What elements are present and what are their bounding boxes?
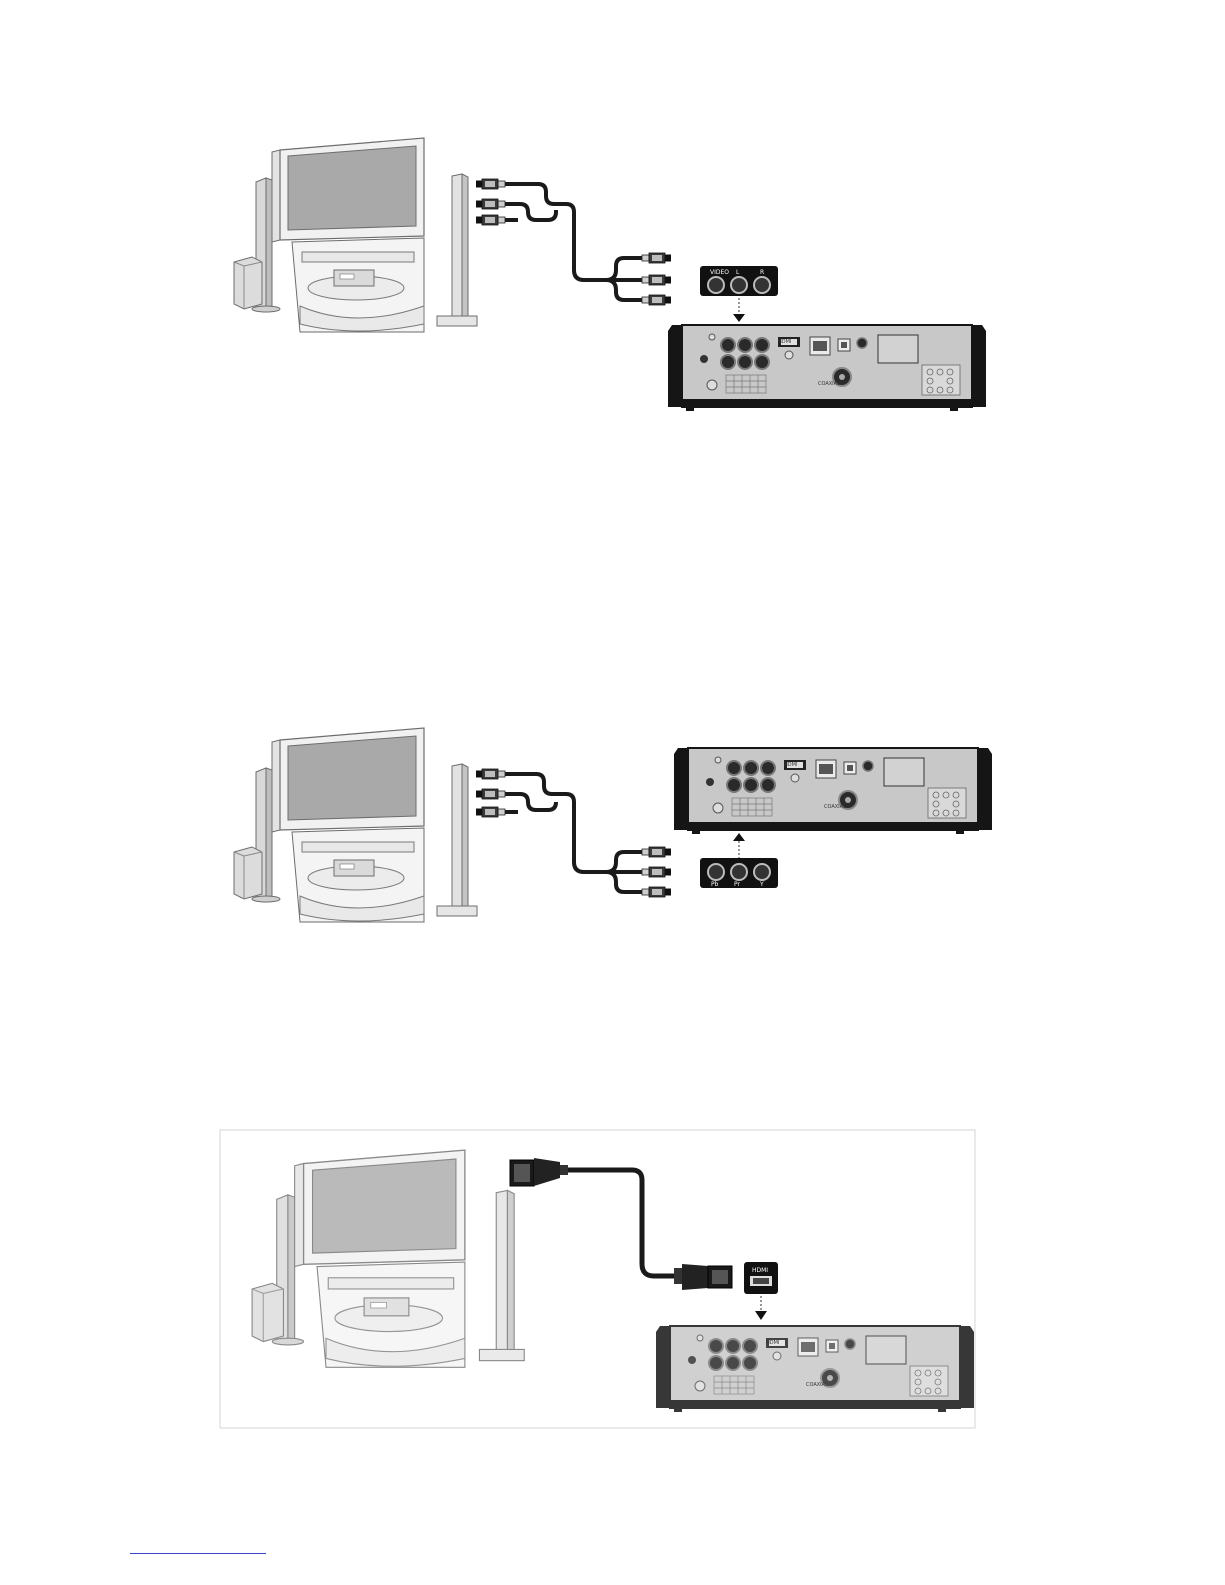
media-player-rear-panel (674, 748, 992, 834)
rca-plug-icon (476, 215, 505, 225)
arrow-up-icon (733, 833, 745, 841)
hdmi-port-panel: HDMI (744, 1262, 778, 1294)
home-theater-illustration (234, 728, 477, 922)
video-jack-label: VIDEO (710, 269, 729, 276)
right-jack-label: R (760, 269, 764, 276)
player-hdmi-label: HDMI (778, 339, 791, 345)
av-jack-panel: VIDEO L R (700, 266, 778, 296)
rca-plug-icon (642, 253, 671, 263)
rca-plug-icon (476, 179, 505, 189)
hdmi-port-label: HDMI (752, 1267, 768, 1274)
player-coaxial-label: COAXIAL (824, 804, 846, 810)
hdmi-diagram: HDMI HDMI COAXIAL (220, 1130, 975, 1428)
rca-plug-icon (476, 789, 505, 799)
component-cable (504, 774, 642, 892)
player-coaxial-label: COAXIAL (818, 381, 840, 387)
home-theater-illustration (234, 138, 477, 332)
component-diagram: HDMI COAXIAL Pb Pr Y (234, 728, 992, 922)
hdmi-plug-icon (674, 1264, 732, 1290)
composite-diagram: VIDEO L R HDMI COAXIAL (234, 138, 986, 411)
rca-plug-icon (476, 769, 505, 779)
footnote-separator (130, 1553, 266, 1554)
pb-jack-label: Pb (711, 881, 719, 888)
rca-plug-icon (476, 199, 505, 209)
rca-plug-icon (642, 295, 671, 305)
media-player-rear-panel (656, 1326, 974, 1412)
rca-plug-icon (642, 847, 671, 857)
player-hdmi-label: HDMI (766, 1340, 779, 1346)
rca-plug-icon (642, 867, 671, 877)
y-jack-label: Y (759, 881, 764, 888)
pr-jack-label: Pr (734, 881, 741, 888)
ypbpr-jack-panel: Pb Pr Y (700, 858, 778, 888)
composite-cable (504, 184, 642, 300)
rca-plug-icon (642, 887, 671, 897)
player-coaxial-label: COAXIAL (806, 1382, 828, 1388)
rca-plug-icon (476, 807, 505, 817)
rca-plug-icon (642, 275, 671, 285)
player-hdmi-label: HDMI (784, 762, 797, 768)
arrow-down-icon (733, 314, 745, 322)
media-player-rear-panel (668, 325, 986, 411)
